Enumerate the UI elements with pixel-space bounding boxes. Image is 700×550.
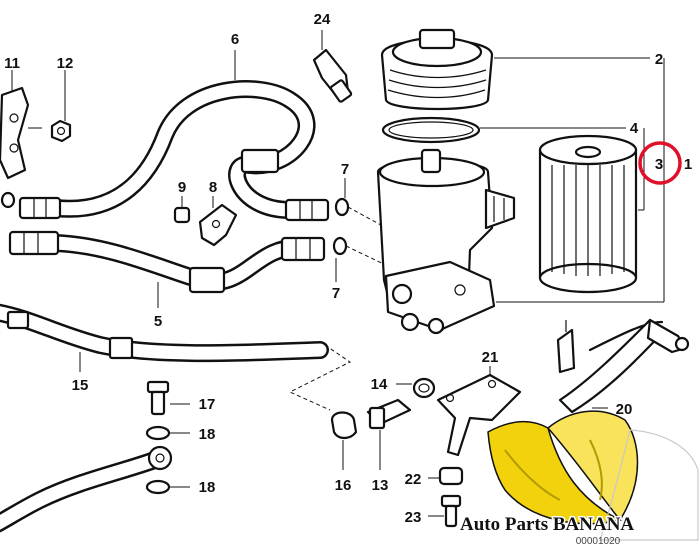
label-part-11[interactable]: 11 <box>4 55 20 72</box>
label-part-18-upper[interactable]: 18 <box>199 426 216 443</box>
label-part-23[interactable]: 23 <box>405 509 422 526</box>
label-part-12[interactable]: 12 <box>57 55 74 72</box>
part-20-support-rod <box>556 318 690 414</box>
part-17-banjo-bolt <box>146 380 190 416</box>
label-part-21[interactable]: 21 <box>482 349 499 366</box>
label-part-1[interactable]: 1 <box>684 156 692 173</box>
label-part-24[interactable]: 24 <box>314 11 331 28</box>
part-22-rubber-mount <box>428 466 464 486</box>
part-12-nut <box>50 70 72 143</box>
label-part-15[interactable]: 15 <box>72 377 89 394</box>
lower-return-line <box>0 445 173 533</box>
label-part-4[interactable]: 4 <box>630 120 639 137</box>
drawing-number: 00001020 <box>576 536 621 547</box>
label-part-18-lower[interactable]: 18 <box>199 479 216 496</box>
part-4-o-ring <box>381 116 626 144</box>
part-3-oil-filter-element <box>538 134 638 294</box>
brand-watermark-text: Auto Parts BANANA <box>460 514 634 535</box>
part-23-bolt <box>428 494 462 528</box>
label-part-8[interactable]: 8 <box>209 179 217 196</box>
part-21-bracket <box>436 366 522 457</box>
part-24-oil-pressure-switch <box>312 30 353 103</box>
label-part-9[interactable]: 9 <box>178 179 186 196</box>
part-5-lower-hose <box>8 230 326 308</box>
assembly-dashed-line <box>288 344 351 411</box>
part-11-bracket <box>0 70 42 180</box>
part-16-hose-clamp <box>330 411 358 470</box>
label-part-16[interactable]: 16 <box>335 477 352 494</box>
part-9-sleeve <box>173 196 191 224</box>
part-8-clip <box>198 196 238 247</box>
part-2-filter-housing-cap <box>380 28 650 111</box>
part-7-seal-rings <box>332 178 393 282</box>
label-part-3[interactable]: 3 <box>655 156 663 173</box>
label-part-17[interactable]: 17 <box>199 396 216 413</box>
part-14-seal-ring <box>396 377 436 399</box>
part-18-washer-upper <box>145 425 190 441</box>
oil-filter-housing <box>376 148 516 335</box>
banana-logo <box>487 410 699 541</box>
label-part-22[interactable]: 22 <box>405 471 422 488</box>
part-15-pipe <box>0 303 329 372</box>
label-part-7-lower[interactable]: 7 <box>332 285 340 302</box>
label-part-7-upper[interactable]: 7 <box>341 161 349 178</box>
label-part-13[interactable]: 13 <box>372 477 389 494</box>
label-part-14[interactable]: 14 <box>371 376 388 393</box>
highlight-circle <box>638 141 682 185</box>
label-part-5[interactable]: 5 <box>154 313 162 330</box>
part-13-connector <box>366 398 412 470</box>
label-part-2[interactable]: 2 <box>655 51 663 68</box>
part-6-upper-hose <box>0 50 330 222</box>
part-1-kit-bracket <box>496 58 665 303</box>
label-part-6[interactable]: 6 <box>231 31 239 48</box>
label-part-20[interactable]: 20 <box>616 401 633 418</box>
part-18-washer-lower <box>145 479 190 495</box>
